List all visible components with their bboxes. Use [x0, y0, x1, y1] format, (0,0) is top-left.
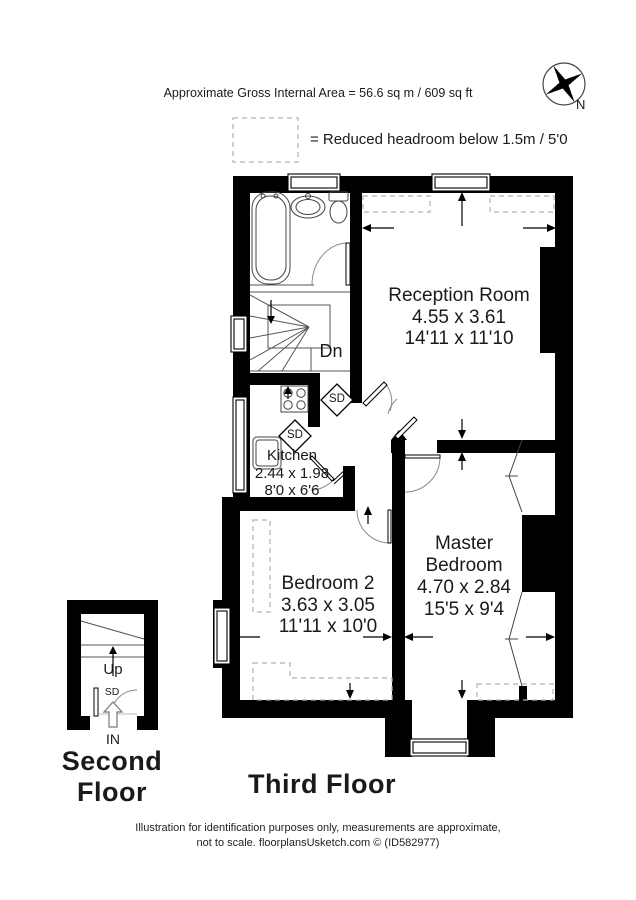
- reception-name: Reception Room: [388, 285, 530, 306]
- stairs-window: [230, 315, 248, 353]
- bathtub: [251, 191, 291, 285]
- dimension-arrows: [231, 192, 556, 699]
- kitchen-window: [232, 396, 248, 494]
- room-label-kitchen: Kitchen 2.44 x 1.98 8'0 x 6'6: [255, 447, 329, 500]
- smoke-detector-hall: [320, 383, 354, 417]
- room-label-master-bedroom: Master Bedroom 4.70 x 2.84 15'5 x 9'4: [417, 533, 511, 621]
- windows: [213, 173, 491, 757]
- sd-label-second-floor: SD: [104, 686, 120, 698]
- kitchen-size-metric: 2.44 x 1.98: [254, 464, 330, 482]
- footer-line2: not to scale. floorplansUsketch.com © (I…: [196, 837, 440, 849]
- bedroom2-window: [213, 607, 231, 665]
- hob: [280, 385, 309, 413]
- bay-window: [409, 738, 470, 757]
- doors: [309, 242, 441, 544]
- compass-icon: [542, 62, 586, 106]
- room-label-bedroom2: Bedroom 2 3.63 x 3.05 11'11 x 10'0: [279, 573, 377, 638]
- second-floor-title-line2: Floor: [77, 777, 147, 807]
- stairs-up-label: Up: [103, 661, 123, 678]
- toilet-bowl: [329, 200, 348, 224]
- master-name-line2: Bedroom: [425, 555, 503, 576]
- stairs-down-arrow: [267, 300, 275, 324]
- gross-area-text: Approximate Gross Internal Area = 56.6 s…: [163, 86, 473, 100]
- master-bedroom-door: [404, 454, 441, 493]
- room-label-reception: Reception Room 4.55 x 3.61 14'11 x 11'10: [388, 285, 530, 350]
- legend-text: = Reduced headroom below 1.5m / 5'0: [310, 131, 568, 148]
- master-size-metric: 4.70 x 2.84: [416, 577, 512, 598]
- kitchen-door: [309, 455, 349, 491]
- reception-size-imperial: 14'11 x 11'10: [404, 328, 514, 349]
- entrance-in-arrow-icon: [102, 701, 124, 728]
- toilet-cistern: [328, 191, 349, 202]
- floor-title-second: Second Floor: [62, 746, 163, 808]
- bedroom2-door: [356, 509, 392, 544]
- kitchen-size-imperial: 8'0 x 6'6: [264, 482, 320, 499]
- basin: [290, 195, 326, 219]
- reception-window: [431, 173, 491, 192]
- stairs-third-floor: [249, 284, 350, 372]
- bedroom2-name: Bedroom 2: [281, 573, 375, 594]
- bathroom-fixtures: [251, 191, 349, 285]
- wardrobes: [505, 439, 523, 687]
- bathroom-skylight-window: [287, 173, 341, 192]
- compass-n-label: N: [576, 97, 586, 112]
- kitchen-sink: [252, 436, 282, 470]
- sd-label-kitchen: SD: [287, 429, 303, 441]
- kitchen-name: Kitchen: [266, 447, 318, 464]
- reduced-headroom-legend-swatch: [232, 117, 299, 163]
- master-name-line1: Master: [434, 533, 494, 554]
- second-floor-title-line1: Second: [61, 746, 163, 776]
- floor-title-third: Third Floor: [248, 769, 396, 799]
- bathroom-door: [311, 242, 351, 286]
- master-size-imperial: 15'5 x 9'4: [423, 599, 505, 620]
- second-floor-plan: [67, 600, 158, 731]
- bedroom2-size-metric: 3.63 x 3.05: [280, 594, 376, 616]
- footer-line1: Illustration for identification purposes…: [135, 822, 501, 834]
- entrance-in-label: IN: [106, 731, 120, 747]
- bedroom2-size-imperial: 11'11 x 10'0: [278, 616, 378, 637]
- smoke-detector-kitchen: [278, 419, 312, 453]
- footer-disclaimer: Illustration for identification purposes…: [0, 821, 636, 851]
- stairs-up-arrow: [109, 646, 117, 676]
- reception-size-metric: 4.55 x 3.61: [411, 306, 507, 328]
- stairs-down-label: Dn: [319, 341, 343, 361]
- reception-door: [362, 381, 418, 440]
- sd-label-hall: SD: [329, 393, 345, 405]
- reduced-headroom-areas: [252, 195, 555, 701]
